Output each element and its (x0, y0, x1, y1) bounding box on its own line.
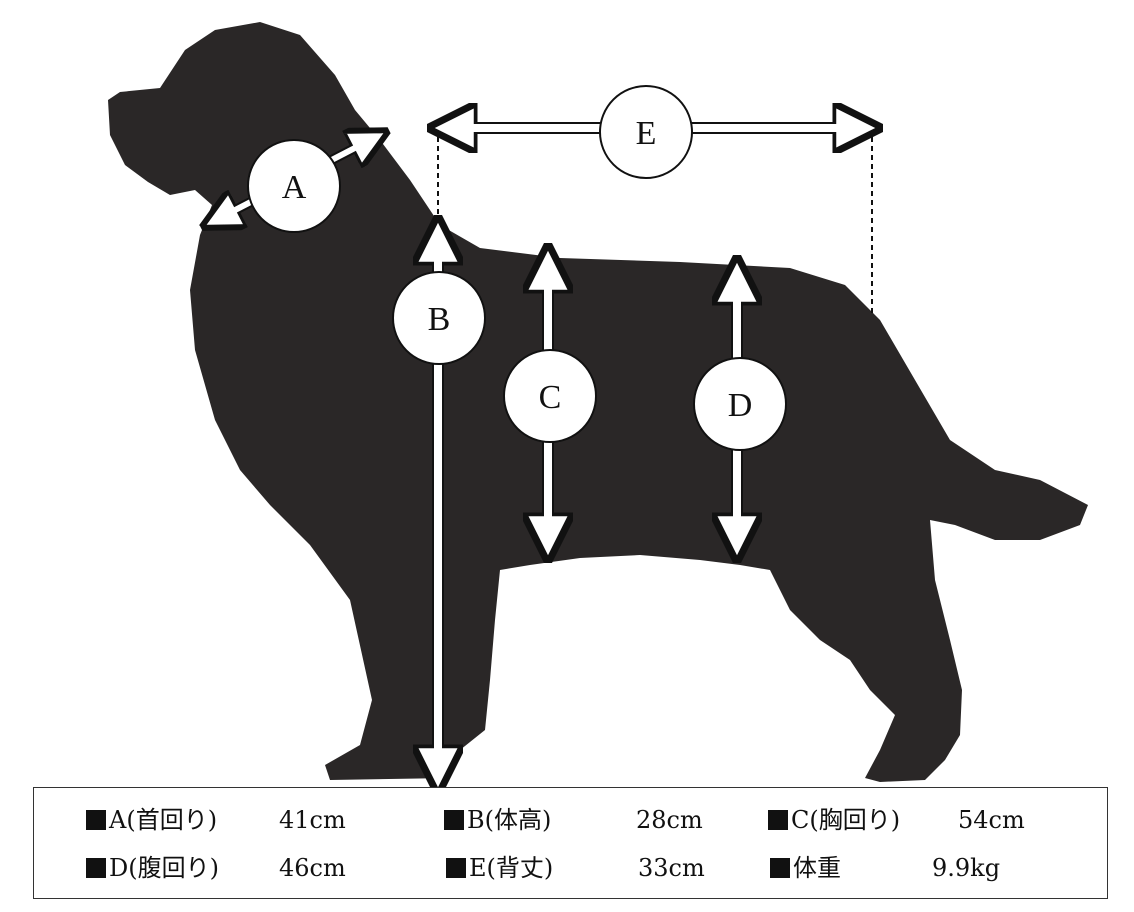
label-b: B (392, 271, 486, 365)
label-c-text: C (539, 379, 562, 416)
square-bullet-icon (444, 810, 464, 830)
label-a-text: A (282, 169, 307, 206)
legend-item-weight-name: 体重 (793, 854, 841, 882)
label-c: C (503, 349, 597, 443)
legend-item-b-name: B(体高) (467, 806, 552, 834)
legend-item-e: E(背丈) (446, 853, 553, 883)
legend-item-d: D(腹回り) (86, 853, 219, 883)
legend-item-c: C(胸回り) (768, 805, 900, 835)
square-bullet-icon (446, 858, 466, 878)
legend-item-c-name: C(胸回り) (791, 806, 901, 834)
label-d: D (693, 357, 787, 451)
square-bullet-icon (768, 810, 788, 830)
legend-item-a: A(首回り) (86, 805, 217, 835)
legend-item-d-value: 46cm (279, 854, 346, 882)
square-bullet-icon (86, 810, 106, 830)
legend-item-weight: 体重 (770, 853, 841, 883)
legend-item-d-name: D(腹回り) (109, 854, 219, 882)
label-a: A (247, 139, 341, 233)
legend-item-b: B(体高) (444, 805, 551, 835)
label-e: E (599, 85, 693, 179)
label-e-text: E (636, 115, 657, 152)
legend-item-a-value: 41cm (279, 806, 346, 834)
legend-item-e-value: 33cm (638, 854, 705, 882)
label-d-text: D (728, 387, 753, 424)
label-b-text: B (428, 301, 451, 338)
measurement-legend: A(首回り) 41cm B(体高) 28cm C(胸回り) 54cm D(腹回り… (33, 787, 1108, 899)
legend-item-a-name: A(首回り) (109, 806, 218, 834)
square-bullet-icon (770, 858, 790, 878)
legend-item-e-name: E(背丈) (469, 854, 554, 882)
legend-item-b-value: 28cm (636, 806, 703, 834)
square-bullet-icon (86, 858, 106, 878)
legend-item-c-value: 54cm (958, 806, 1025, 834)
dog-silhouette (108, 22, 1088, 782)
legend-item-weight-value: 9.9kg (932, 854, 1001, 882)
